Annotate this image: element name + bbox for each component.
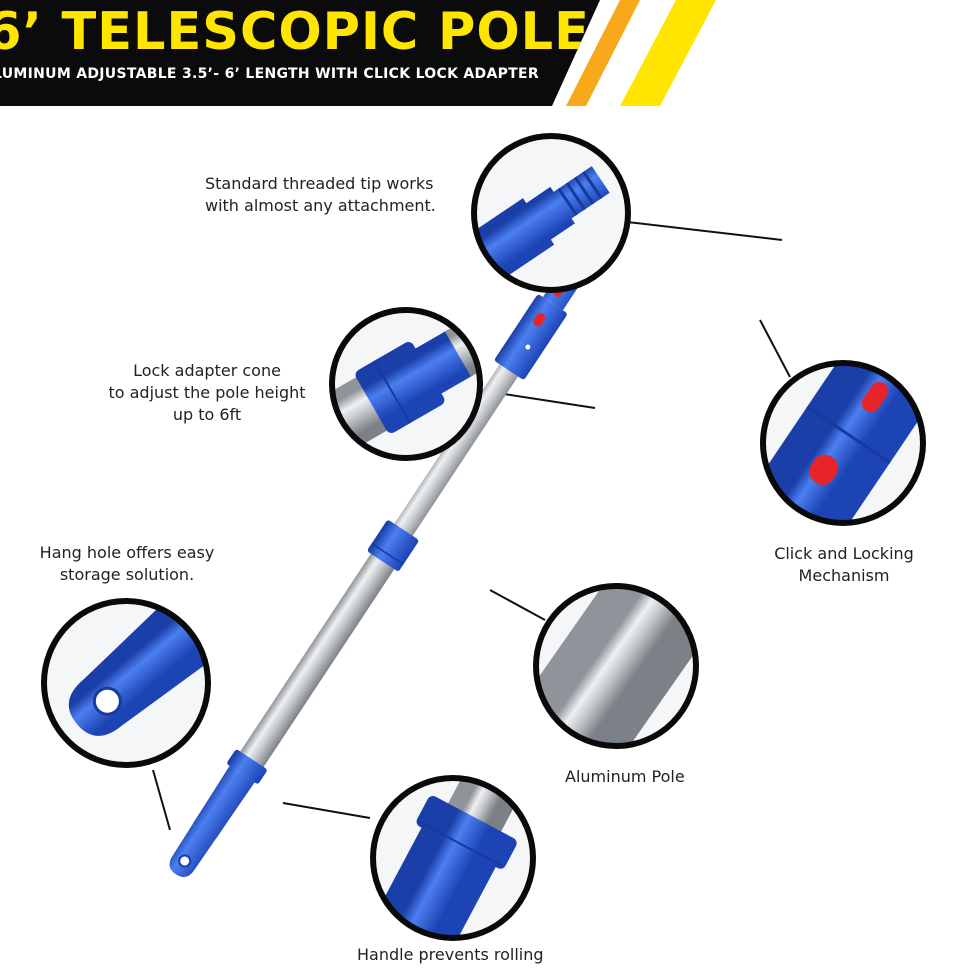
lock-callout: Click and Locking Mechanism xyxy=(766,543,922,587)
cone-callout-line2: to adjust the pole height xyxy=(108,383,306,402)
tip-callout: Standard threaded tip works with almost … xyxy=(205,173,436,217)
hang-callout-line1: Hang hole offers easy xyxy=(39,543,215,562)
cone-callout-line3: up to 6ft xyxy=(172,405,242,424)
click-lock-body xyxy=(494,294,567,380)
header-banner: 6’ TELESCOPIC POLE LUMINUM ADJUSTABLE 3.… xyxy=(0,0,600,106)
cone-callout-line1: Lock adapter cone xyxy=(133,361,281,380)
handle-collar xyxy=(227,749,267,784)
hang-callout: Hang hole offers easy storage solution. xyxy=(36,542,218,586)
aluminum-callout-line1: Aluminum Pole xyxy=(565,767,685,786)
aluminum-callout: Aluminum Pole xyxy=(565,766,685,788)
aluminum-detail-circle xyxy=(533,583,699,749)
handle-detail-circle xyxy=(370,775,536,941)
handle-grip xyxy=(169,765,255,878)
product-subtitle: LUMINUM ADJUSTABLE 3.5’- 6’ LENGTH WITH … xyxy=(0,66,539,82)
tip-callout-line1: Standard threaded tip works xyxy=(205,174,434,193)
lock-callout-line2: Mechanism xyxy=(798,566,890,585)
tip-callout-line2: with almost any attachment. xyxy=(205,196,436,215)
product-title: 6’ TELESCOPIC POLE xyxy=(0,2,590,62)
lock-button xyxy=(533,313,546,327)
handle-callout: Handle prevents rolling xyxy=(357,944,544,966)
hang-callout-line2: storage solution. xyxy=(59,565,195,584)
leader-lines xyxy=(152,221,791,831)
telescopic-pole xyxy=(169,239,600,878)
hang-hole xyxy=(178,854,192,868)
cone-callout: Lock adapter cone to adjust the pole hei… xyxy=(104,360,310,426)
tip-detail-circle xyxy=(471,133,631,293)
upper-aluminum-tube xyxy=(374,361,520,566)
hang-hole-detail-circle xyxy=(41,598,211,768)
lock-callout-line1: Click and Locking xyxy=(774,544,914,563)
lock-adapter-cone xyxy=(367,520,419,571)
handle-callout-line1: Handle prevents rolling xyxy=(357,945,544,964)
